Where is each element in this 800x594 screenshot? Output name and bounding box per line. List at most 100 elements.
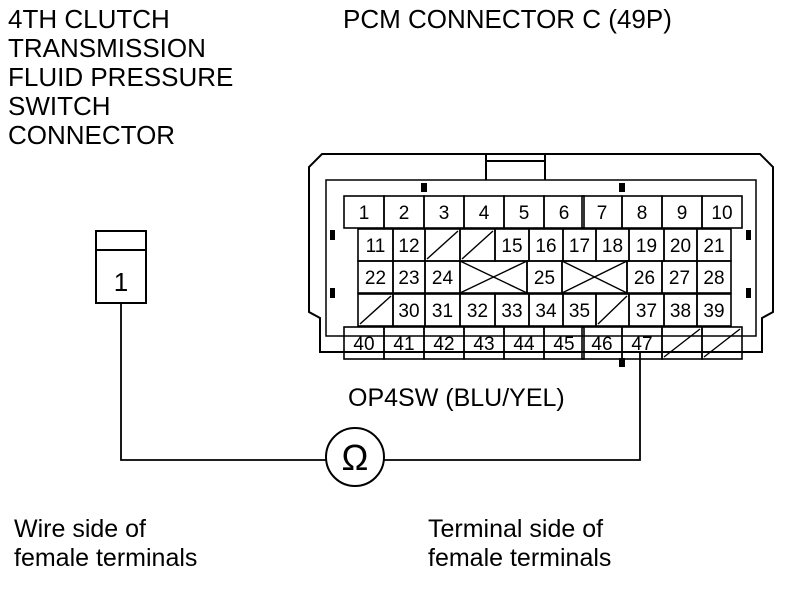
pcm-pin-6: 6 xyxy=(543,195,585,229)
pcm-pin-45: 45 xyxy=(543,326,585,360)
pcm-pin-21: 21 xyxy=(696,228,732,262)
pcm-pin-cavity-empty xyxy=(459,228,496,262)
pcm-pin-16: 16 xyxy=(528,228,564,262)
pcm-pin-cavity-empty xyxy=(357,293,394,327)
switch-title-line-5: CONNECTOR xyxy=(8,120,175,150)
pcm-pin-number: 46 xyxy=(591,334,612,355)
pcm-pin-number: 11 xyxy=(366,236,386,257)
pcm-pin-4: 4 xyxy=(463,195,505,229)
pcm-pin-number: 5 xyxy=(519,203,530,224)
pcm-pin-cavity-empty xyxy=(701,326,743,360)
pcm-pin-32: 32 xyxy=(459,293,496,327)
pcm-pin-cavity-empty xyxy=(424,228,461,262)
pcm-pin-cavity-plugged xyxy=(561,260,628,294)
pcm-pin-25: 25 xyxy=(526,260,563,294)
pcm-pin-number: 43 xyxy=(473,334,494,355)
pcm-pin-11: 11 xyxy=(357,228,394,262)
housing-inner xyxy=(325,179,757,337)
pcm-pin-number: 18 xyxy=(602,236,623,257)
pcm-pin-cavity-plugged xyxy=(459,260,528,294)
pcm-pin-23: 23 xyxy=(392,260,426,294)
pcm-pin-46: 46 xyxy=(581,326,623,360)
pcm-pin-30: 30 xyxy=(392,293,426,327)
pcm-pin-number: 38 xyxy=(670,301,691,322)
pcm-pin-number: 31 xyxy=(432,301,453,322)
pcm-pin-47: 47 xyxy=(621,326,663,360)
pcm-pin-17: 17 xyxy=(562,228,597,262)
pcm-pin-1: 1 xyxy=(343,195,385,229)
ohmmeter-symbol xyxy=(325,427,385,487)
housing-outer xyxy=(308,153,774,353)
pcm-pin-number: 9 xyxy=(677,203,688,224)
pcm-pin-39: 39 xyxy=(696,293,732,327)
pcm-pin-number: 21 xyxy=(703,236,724,257)
pcm-pin-number: 35 xyxy=(569,301,590,322)
wire-from-switch xyxy=(120,303,326,461)
pcm-pin-number: 10 xyxy=(711,203,732,224)
pcm-pin-number: 20 xyxy=(670,236,691,257)
pcm-pin-20: 20 xyxy=(663,228,698,262)
pcm-pin-number: 17 xyxy=(569,236,590,257)
pcm-pin-number: 41 xyxy=(393,334,414,355)
pcm-pin-10: 10 xyxy=(701,195,743,229)
pcm-pin-number: 27 xyxy=(669,268,690,289)
pcm-pin-number: 22 xyxy=(365,268,386,289)
pcm-pin-number: 33 xyxy=(501,301,522,322)
pcm-pin-number: 7 xyxy=(597,203,608,224)
pcm-pin-number: 40 xyxy=(353,334,374,355)
test-circuit xyxy=(120,303,641,487)
housing-latch xyxy=(485,154,546,180)
pcm-pin-number: 8 xyxy=(637,203,648,224)
pcm-pin-number: 44 xyxy=(513,334,535,355)
switch-title-line-3: FLUID PRESSURE xyxy=(8,62,233,92)
pcm-pin-number: 3 xyxy=(439,203,450,224)
pcm-pin-44: 44 xyxy=(503,326,545,360)
pcm-pin-22: 22 xyxy=(357,260,394,294)
pcm-pin-41: 41 xyxy=(383,326,425,360)
pcm-pin-number: 39 xyxy=(703,301,724,322)
pcm-pin-8: 8 xyxy=(621,195,663,229)
pcm-pin-40: 40 xyxy=(343,326,385,360)
wire-to-pcm-terminal-47 xyxy=(384,352,641,461)
switch-title-line-2: TRANSMISSION xyxy=(8,33,206,63)
wire-side-caption: Wire side of female terminals xyxy=(14,515,197,572)
pcm-pin-number: 32 xyxy=(467,301,488,322)
pcm-pin-number: 12 xyxy=(398,236,419,257)
switch-title-line-4: SWITCH xyxy=(8,91,111,121)
pcm-connector-housing xyxy=(308,153,774,353)
pcm-pin-number: 34 xyxy=(535,301,557,322)
pcm-pin-number: 19 xyxy=(636,236,657,257)
pcm-pin-number: 24 xyxy=(432,268,454,289)
pcm-pin-number: 16 xyxy=(535,236,556,257)
pcm-pin-number: 15 xyxy=(501,236,522,257)
pcm-pin-number: 6 xyxy=(559,203,570,224)
pcm-pin-number: 28 xyxy=(703,268,724,289)
housing-keys xyxy=(330,183,751,367)
pcm-pin-34: 34 xyxy=(528,293,564,327)
pcm-pin-number: 26 xyxy=(634,268,655,289)
pcm-pin-5: 5 xyxy=(503,195,545,229)
pcm-pin-cavity-empty xyxy=(595,293,630,327)
terminal-side-caption-line-2: female terminals xyxy=(428,544,611,572)
pcm-pin-42: 42 xyxy=(423,326,465,360)
pcm-pin-number: 25 xyxy=(534,268,555,289)
pcm-pin-number: 42 xyxy=(433,334,454,355)
pcm-pin-35: 35 xyxy=(562,293,597,327)
terminal-side-caption: Terminal side of female terminals xyxy=(428,515,611,572)
pcm-pin-number: 23 xyxy=(398,268,419,289)
pcm-pin-38: 38 xyxy=(663,293,698,327)
pcm-pin-3: 3 xyxy=(423,195,465,229)
pcm-pin-number: 45 xyxy=(553,334,574,355)
pcm-pin-27: 27 xyxy=(661,260,698,294)
pcm-pin-7: 7 xyxy=(581,195,623,229)
pcm-pin-2: 2 xyxy=(383,195,425,229)
pcm-pin-19: 19 xyxy=(628,228,665,262)
pcm-pin-number: 2 xyxy=(399,203,410,224)
switch-connector-title: 4TH CLUTCH TRANSMISSION FLUID PRESSURE S… xyxy=(8,4,241,150)
pcm-pin-18: 18 xyxy=(595,228,630,262)
pcm-pin-37: 37 xyxy=(628,293,665,327)
pcm-pin-26: 26 xyxy=(626,260,663,294)
pcm-pin-9: 9 xyxy=(661,195,703,229)
